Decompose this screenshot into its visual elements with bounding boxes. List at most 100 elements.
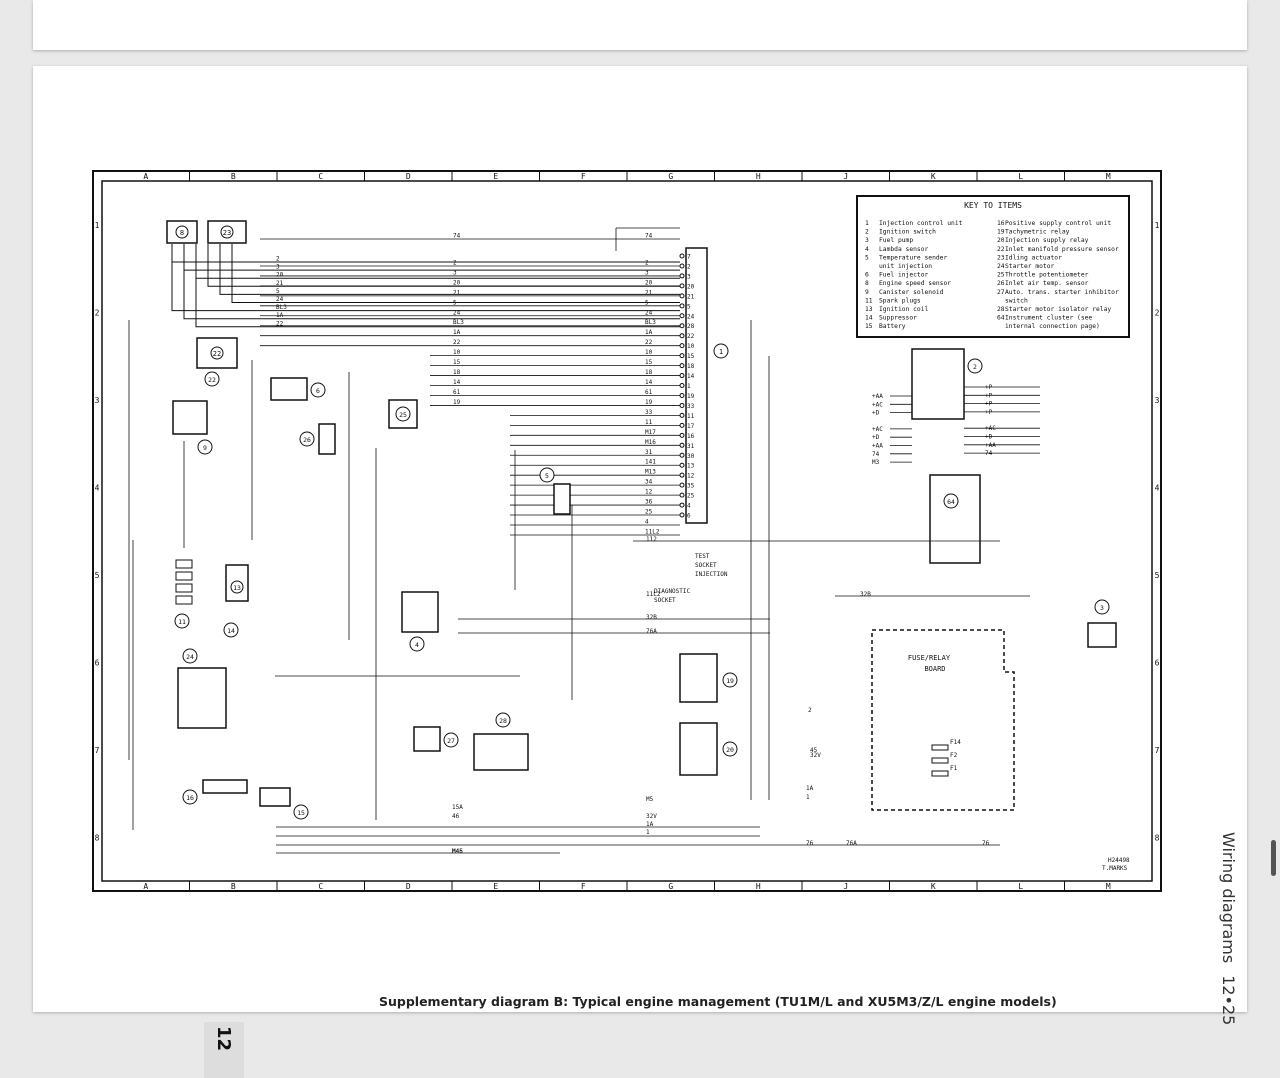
ecu-pin [679,343,685,349]
key-item-number: 24 [997,263,1005,270]
ecu-pin-label: 1 [687,383,691,390]
switch-terminal-label: +P [985,401,993,408]
grid-col-label: M [1106,882,1111,891]
key-item-number: 14 [865,315,873,322]
ecu-body [685,247,708,524]
wire-label: 3 [276,264,280,271]
ecu-pin-label: 22 [687,333,695,340]
ecu-pin [679,412,685,418]
wire-label: 61 [453,389,461,396]
grid-col-label: K [931,172,936,181]
grid-col-label: F [581,882,586,891]
ecu-pin-label: 2 [687,263,691,270]
fuel-pump [1087,622,1117,648]
wire-label: 24 [453,309,461,316]
connector-label: M45 [452,848,463,855]
component-number-circle [395,406,411,422]
component-number: 3 [1100,604,1104,612]
ecu-wire-label: 21 [645,289,653,296]
key-item-number: 1 [865,220,869,227]
grid-row-label: 8 [1155,833,1160,842]
wire-label: 1A [276,312,284,319]
spark-plug [175,583,193,593]
grid-row-label: 6 [95,658,100,667]
component-number-circle [175,225,189,239]
component-number-circle [722,672,738,688]
ecu-pin [679,512,685,518]
positive-supply-unit [202,779,248,794]
switch-terminal-label: +D [872,410,880,417]
ecu-pin [679,363,685,369]
component-number-circle [230,580,244,594]
ecu-wire-label: 61 [645,389,653,396]
grid-row-label: 4 [1155,483,1160,492]
grid-row-label: 6 [1155,658,1160,667]
connector-label: 32V [646,813,657,820]
grid-col-label: M [1106,172,1111,181]
switch-terminal-label: M3 [872,459,880,466]
grid-row-label: 4 [95,483,100,492]
component-number: 64 [947,498,955,506]
component-number: 23 [223,229,231,237]
switch-terminal-label: 74 [872,451,880,458]
ecu-wire-label: 141 [645,459,656,466]
socket-label: INJECTION [695,571,728,578]
key-item-text: Throttle potentiometer [1005,272,1089,279]
wire-label: BL3 [276,304,287,311]
connector-label: M5 [646,796,654,803]
grid-col-label: J [843,882,848,891]
ecu-pin [679,333,685,339]
running-header-page: 12•25 [1219,975,1238,1026]
ecu-wire-label: 4 [645,519,649,526]
switch-terminal-label: +P [985,409,993,416]
key-item-text: internal connection page) [1005,323,1100,330]
battery [259,787,291,807]
wire-label: 24 [276,296,284,303]
wire-label: 5 [276,288,280,295]
wire-label: 14 [453,379,461,386]
ecu-wire-label: 12 [645,489,653,496]
key-item-number: 27 [997,289,1005,296]
key-item-text: Ignition coil [879,306,928,313]
connector-label: 45 [810,747,818,754]
instrument-cluster [929,474,981,564]
ecu-pin-label: 33 [687,403,695,410]
connector-label: 11L2 [646,591,661,598]
grid-col-label: D [406,882,411,891]
component-number: 4 [415,641,419,649]
socket-label: TEST [695,553,710,560]
key-item-text: Temperature sender [879,254,947,261]
grid-col-label: K [931,882,936,891]
fuse-label: F14 [950,739,961,746]
component-number: 22 [213,350,221,358]
ecu-pin [679,383,685,389]
connector-label: 2 [808,707,812,714]
key-item-number: 11 [865,297,873,304]
ecu-pin [679,323,685,329]
lambda-sensor [401,591,439,633]
ecu-pin [679,353,685,359]
ecu-pin [679,392,685,398]
key-item-number: 16 [997,220,1005,227]
ecu-pin-label: 35 [687,483,695,490]
ecu-wire-label: 25 [645,509,653,516]
ecu-wire-label: 2 [645,259,649,266]
ecu-pin [679,303,685,309]
component-number-circle [197,439,213,455]
wire-label: 22 [276,320,284,327]
temperature-sender [553,483,571,515]
ecu-pin [679,422,685,428]
wire-label: 15 [453,359,461,366]
connector-label: 1 [646,829,650,836]
switch-terminal-label: 74 [985,450,993,457]
ecu-pin-label: 14 [687,373,695,380]
switch-terminal-label: +AC [985,425,996,432]
ecu-pin-label: 7 [687,254,691,261]
scrollbar-thumb[interactable] [1271,840,1276,876]
ecu-pin [679,283,685,289]
component-number-circle [310,382,326,398]
ecu-pin [679,442,685,448]
key-item-text: Fuel injector [879,272,928,279]
